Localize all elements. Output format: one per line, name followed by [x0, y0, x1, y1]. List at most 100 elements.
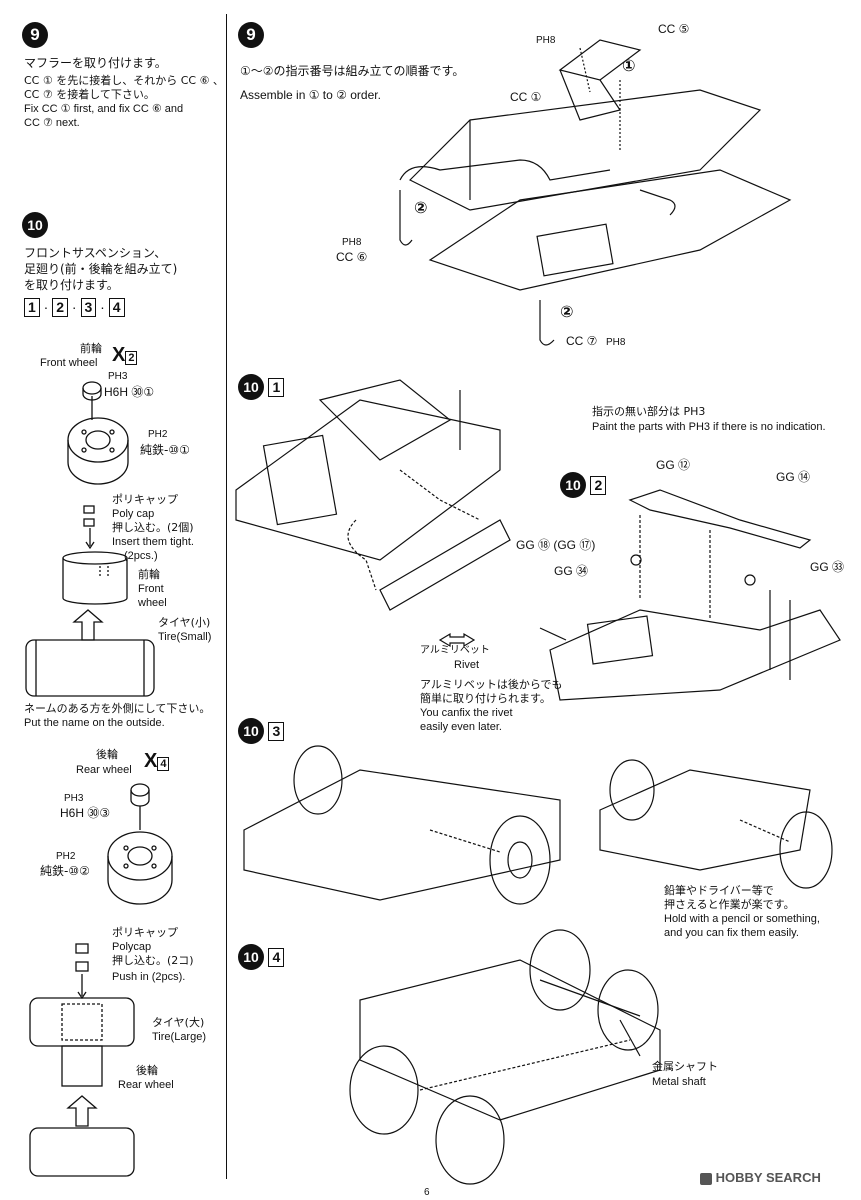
step9-jp-line1: CC ① を先に接着し、それから CC ⑥ 、 — [24, 74, 224, 87]
pencil-en2: and you can fix them easily. — [664, 927, 799, 939]
shaft-en: Metal shaft — [652, 1076, 706, 1088]
step9-title: マフラーを取り付けます。 — [24, 56, 167, 70]
name-out-en: Put the name on the outside. — [24, 717, 165, 729]
column-divider — [226, 14, 227, 1179]
ph3-a: PH3 — [108, 371, 128, 382]
front-nut-icon — [82, 381, 102, 420]
watermark-logo-icon — [700, 1172, 712, 1185]
right-step9: 9 — [238, 22, 264, 48]
step10-title3: を取り付けます。 — [24, 278, 119, 292]
rivet-en: Rivet — [454, 659, 480, 671]
iron-101: 純鉄-⑩① — [140, 443, 190, 457]
page-number: 6 — [424, 1187, 430, 1198]
substep-box-2: 2 — [52, 298, 69, 317]
polycap-icon-1 — [83, 505, 95, 514]
pencil-jp1: 鉛筆やドライバー等で — [664, 884, 774, 897]
sub3-header: 10 3 — [238, 718, 285, 744]
rivet-jp: アルミリベット — [420, 645, 490, 656]
step10-title2: 足廻り(前・後輪を組み立て) — [24, 262, 178, 276]
rear-jp: 後輪 — [136, 1064, 158, 1077]
tire-small-en: Tire(Small) — [158, 631, 212, 643]
substep-box-3: 3 — [80, 298, 97, 317]
order-one: ① — [622, 58, 636, 75]
ph2-b: PH2 — [56, 851, 76, 862]
sub4-box: 4 — [268, 948, 285, 967]
tire-large-en: Tire(Large) — [152, 1031, 206, 1043]
shaft-jp: 金属シャフト — [652, 1060, 718, 1073]
push2-en: Push in (2pcs). — [112, 971, 186, 983]
front-x-letter: X — [112, 344, 126, 366]
left-step10: 10 — [22, 212, 48, 238]
ph8-right: PH8 — [606, 337, 626, 348]
order-two-left: ② — [414, 200, 428, 217]
muffler-assembly-drawing — [399, 39, 792, 346]
gg14-label: GG ⑭ — [776, 470, 811, 484]
ph2-a: PH2 — [148, 429, 168, 440]
step-number-9: 9 — [22, 22, 48, 48]
sub3-step-number: 10 — [238, 718, 264, 744]
step9-en-line2: CC ⑦ next. — [24, 117, 80, 129]
sub2-step-number: 10 — [560, 472, 586, 498]
sub4-header: 10 4 — [238, 944, 285, 970]
order-two-right: ② — [560, 304, 574, 321]
up-arrow-icon-1 — [72, 609, 104, 641]
step9-en-line1: Fix CC ① first, and fix CC ⑥ and — [24, 103, 184, 115]
wheel-icon-4 — [779, 811, 833, 889]
iron-102: 純鉄-⑩② — [40, 864, 90, 878]
order-jp: ①～②の指示番号は組み立ての順番です。 — [240, 64, 465, 78]
front-jp-small: 前輪 — [138, 568, 160, 581]
polycap2-jp: ポリキャップ — [112, 926, 178, 939]
sub2-box: 2 — [590, 476, 607, 495]
insert-en: Insert them tight. — [112, 536, 194, 548]
polycap2-icon-2 — [75, 961, 89, 972]
step-number-10: 10 — [22, 212, 48, 238]
right-step-number-9: 9 — [238, 22, 264, 48]
watermark-text: HOBBY SEARCH — [715, 1170, 821, 1185]
rear-wheel-icon-4 — [435, 1095, 505, 1185]
cc6-label: CC ⑥ — [336, 250, 368, 264]
polycap-icon-2 — [83, 518, 95, 527]
small-tire-icon — [25, 639, 155, 697]
rear-x-triangle: 4 — [157, 757, 170, 771]
substep-boxes: 1 · 2 · 3 · 4 — [24, 298, 125, 317]
left-step9: 9 — [22, 22, 48, 48]
rear-en: Rear wheel — [118, 1079, 174, 1091]
ph3-b: PH3 — [64, 793, 84, 804]
polycap-en: Poly cap — [112, 508, 155, 520]
name-out-jp: ネームのある方を外側にして下さい。 — [24, 702, 211, 715]
gg12-label: GG ⑫ — [656, 458, 691, 472]
step10-title1: フロントサスペンション、 — [24, 246, 167, 260]
rear-wheel-en: Rear wheel — [76, 764, 132, 776]
push2-jp: 押し込む。(2コ) — [112, 954, 194, 967]
pencil-en1: Hold with a pencil or something, — [664, 913, 820, 925]
frame-brackets-drawing — [539, 489, 841, 701]
rear-wheel-icon-2 — [597, 969, 659, 1051]
substep-box-4: 4 — [108, 298, 125, 317]
gg34-label: GG ㉞ — [554, 564, 589, 578]
sub1-header: 10 1 — [238, 374, 285, 400]
front-en2: wheel — [138, 597, 167, 609]
up-arrow-icon-2 — [66, 1095, 98, 1127]
wheel-icon-2 — [489, 815, 551, 905]
push-jp: 押し込む。(2個) — [112, 521, 194, 534]
rear-rim-icon — [61, 1045, 103, 1087]
paint-note-en: Paint the parts with PH3 if there is no … — [592, 421, 826, 433]
front-rim-icon — [62, 551, 128, 605]
paint-note-jp: 指示の無い部分は PH3 — [592, 405, 706, 418]
rear-wheel-icon-3 — [349, 1045, 419, 1135]
cc7-label: CC ⑦ — [566, 334, 598, 348]
bracket-gg12-icon — [628, 489, 812, 549]
sub1-step-number: 10 — [238, 374, 264, 400]
polycap2-en: Polycap — [112, 941, 152, 953]
sub1-box: 1 — [268, 378, 285, 397]
front-hub-icon — [67, 417, 129, 485]
rear-wheel-icon-1 — [529, 929, 591, 1011]
gg18-label: GG ⑱ (GG ⑰) — [516, 538, 596, 552]
h6h-301: H6H ㉚① — [104, 385, 155, 399]
order-en: Assemble in ① to ② order. — [240, 88, 381, 102]
pencil-jp2: 押さえると作業が楽です。 — [664, 898, 795, 911]
rear-x-letter: X — [144, 750, 158, 772]
